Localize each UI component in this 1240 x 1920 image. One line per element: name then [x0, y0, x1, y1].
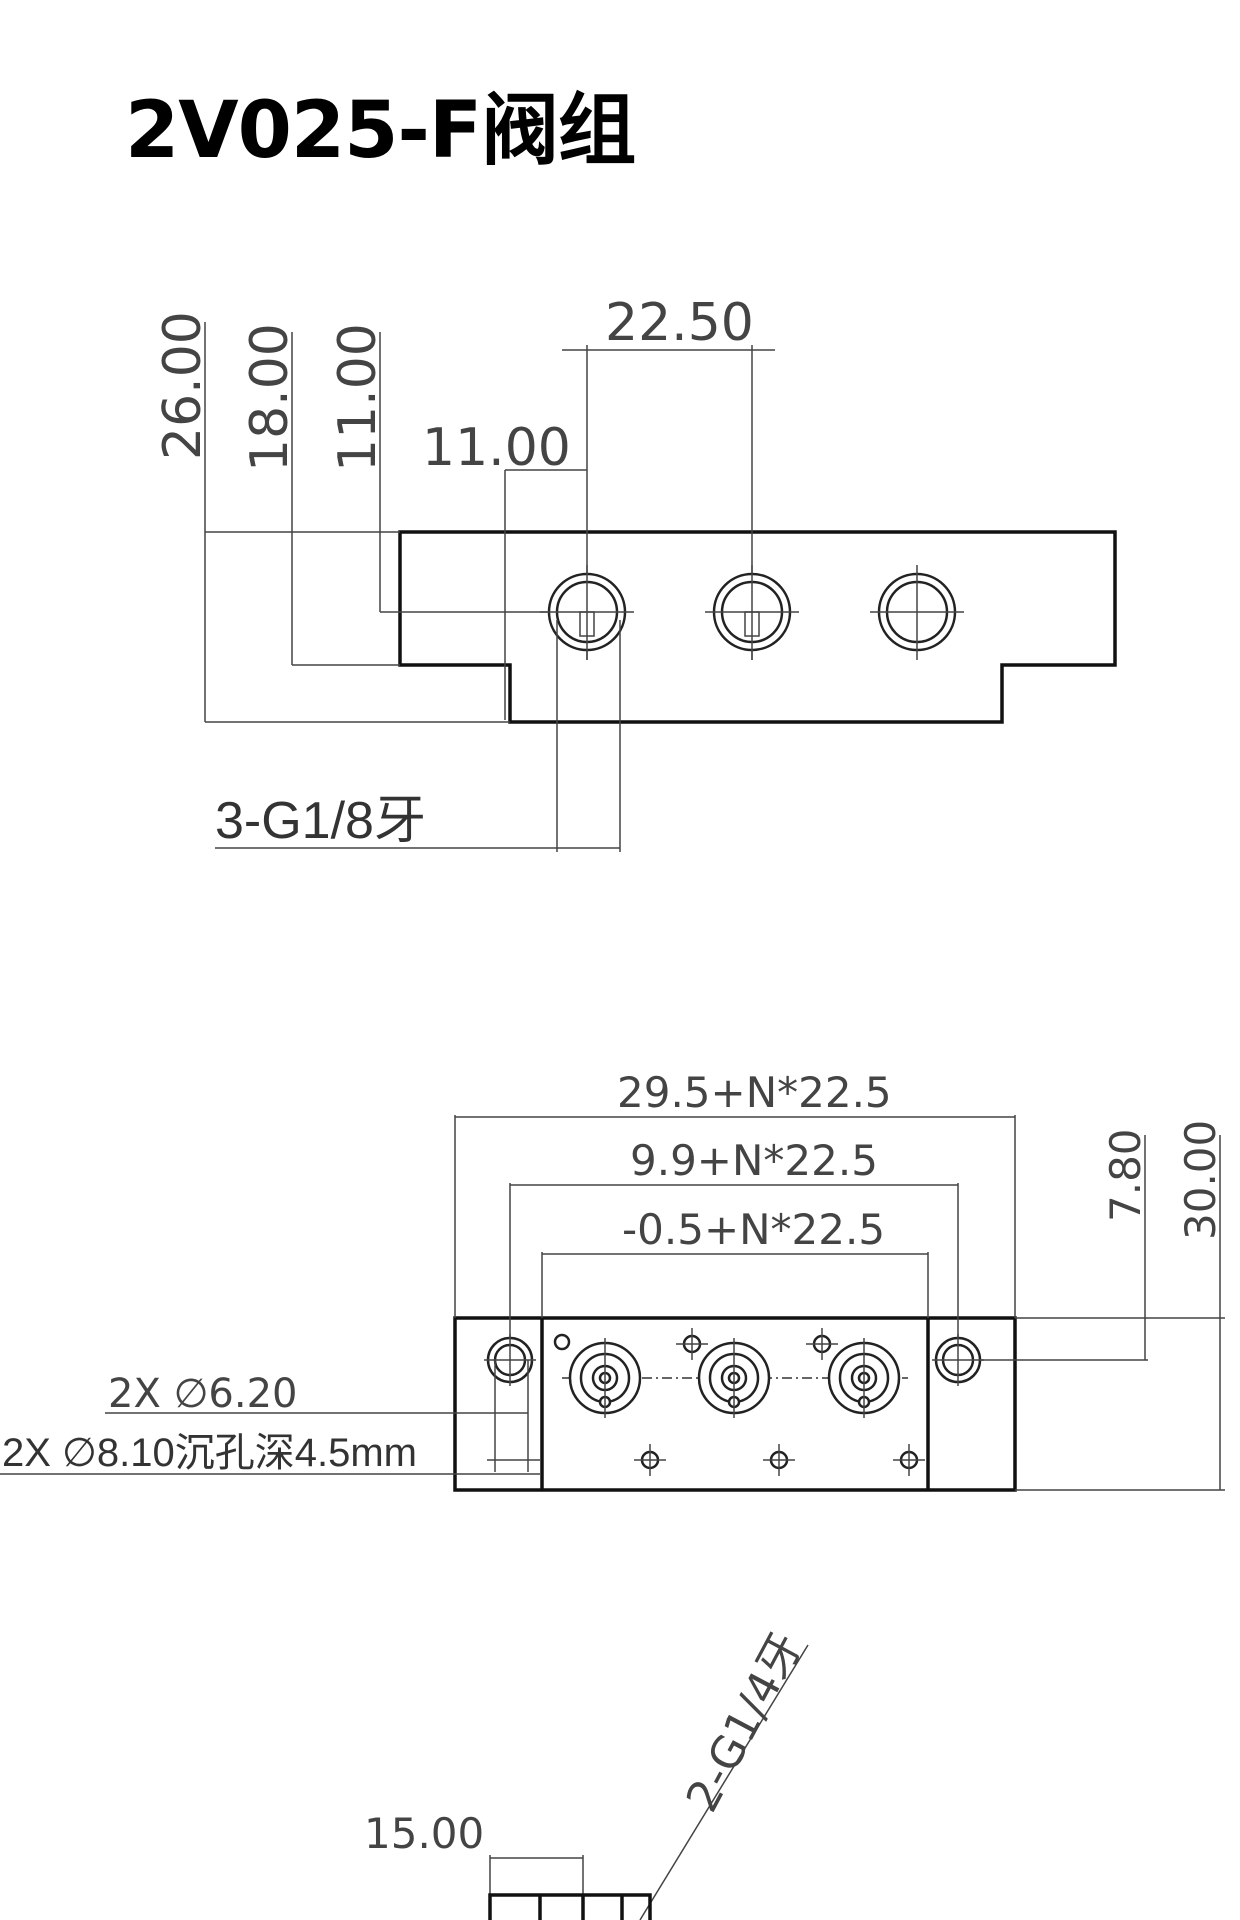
front-view: 29.5+N*22.5 9.9+N*22.5 -0.5+N*22.5 7.80 …: [0, 1068, 1225, 1492]
dim-hole-height: 7.80: [1101, 1128, 1150, 1222]
side-port-callout: 2-G1/4牙: [677, 1625, 813, 1821]
mount-hole-right: [932, 1334, 984, 1386]
dim-mount-hole-spacing: 9.9+N*22.5: [630, 1136, 878, 1185]
top-port-2: [705, 565, 799, 660]
screw-holes: [634, 1328, 925, 1476]
top-port-3: [870, 565, 964, 660]
port-thread-callout: 3-G1/8牙: [215, 792, 426, 850]
top-view-body-outline: [398, 530, 1117, 724]
valve-port-3: [827, 1338, 901, 1418]
top-view: 26.00 18.00 11.00 11.00 22.50: [153, 293, 1117, 852]
locating-pin-hole: [553, 1333, 571, 1351]
dim-height-total: 26.00: [153, 311, 213, 460]
mount-hole-left: [484, 1334, 536, 1386]
top-port-1: [540, 565, 634, 660]
counterbore-callout: 2X ∅8.10沉孔深4.5mm: [2, 1431, 417, 1475]
page-title: 2V025-F阀组: [125, 86, 636, 176]
front-view-body-outline: [453, 1316, 1017, 1492]
dim-port-pitch: 22.50: [605, 293, 754, 353]
dim-side-width: 15.00: [364, 1809, 484, 1858]
dim-body-height: 30.00: [1176, 1120, 1225, 1240]
dim-height-port: 11.00: [328, 323, 388, 472]
side-view-body-outline: [488, 1893, 652, 1920]
dim-port-offset: 11.00: [422, 418, 571, 478]
valve-port-1: [568, 1338, 642, 1418]
dim-inner-length: -0.5+N*22.5: [622, 1205, 885, 1254]
valve-port-2: [697, 1338, 771, 1418]
dim-height-mid: 18.00: [240, 323, 300, 472]
mount-hole-callout: 2X ∅6.20: [108, 1371, 297, 1417]
dim-overall-length: 29.5+N*22.5: [617, 1068, 892, 1117]
side-view: 2-G1/4牙 15.00: [364, 1625, 813, 1920]
